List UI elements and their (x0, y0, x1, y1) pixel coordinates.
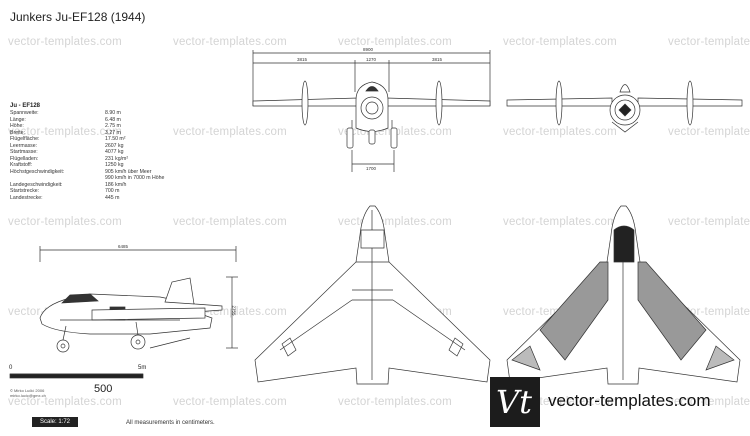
watermark-text: vector-templates.com (668, 126, 750, 138)
watermark-text: vector-templates.com (668, 396, 750, 408)
watermark-text: vector-templates.com (338, 396, 452, 408)
watermark-text: vector-templates.com (8, 216, 122, 228)
spec-label: Flügelfläche: (10, 136, 40, 142)
spec-value: 445 m (105, 194, 120, 201)
rear-view-drawing (506, 80, 743, 133)
watermark-text: vector-templates.com (8, 126, 122, 138)
watermark-text: vector-templates.com (503, 36, 617, 48)
spec-label: Spannweite: (10, 110, 39, 116)
brand-link[interactable]: vector-templates.com (548, 391, 711, 410)
spec-label: Höchstgeschwindigkeit: (10, 168, 65, 175)
watermark-text: vector-templates.com (668, 216, 750, 228)
scale-end-label: 5m (138, 365, 147, 371)
spec-label: Länge: (10, 116, 26, 123)
left-wing-dimension: 3815 (297, 57, 308, 62)
spec-label: Kraftstoff: (10, 162, 33, 168)
spec-label: Höhe: (10, 123, 24, 129)
watermark-text: vector-templates.com (338, 36, 452, 48)
spec-value: 17.50 m² (105, 136, 126, 142)
spec-title: Ju - EF128 (10, 103, 41, 109)
watermark-text: vector-templates.com (173, 216, 287, 228)
center-dimension: 1270 (366, 57, 377, 62)
vt-logo-icon[interactable]: Vt (490, 377, 540, 427)
watermark-text: vector-templates.com (173, 36, 287, 48)
side-view-drawing (39, 246, 238, 353)
credit-text: © Mirko Lučić 2006 mirko.lucic@gmx.ch (10, 388, 46, 398)
spec-label: Startmasse: (10, 149, 38, 155)
spec-label: Landegeschwindigkeit: (10, 181, 63, 188)
watermark-text: vector-templates.com (173, 126, 287, 138)
watermark-text: vector-templates.com (668, 36, 750, 48)
spec-label: Breite: (10, 129, 25, 136)
spec-value: 1250 kg (105, 162, 124, 168)
length-dimension: 6485 (118, 244, 129, 249)
bottom-view-drawing (506, 205, 741, 385)
spec-value: 905 km/h über Meer (105, 168, 152, 175)
spec-value: 700 m (105, 188, 120, 194)
watermark-text: vector-templates.com (8, 36, 122, 48)
spec-value: 990 km/h in 7000 m Höhe (105, 175, 165, 181)
spec-label: Landestrecke: (10, 194, 43, 201)
spec-value: 2.75 m (105, 123, 121, 129)
watermark-text: vector-templates.com (173, 396, 287, 408)
spec-label: Leermasse: (10, 142, 38, 149)
top-view-drawing (254, 205, 491, 385)
spec-value: 6.48 m (105, 116, 121, 123)
logo-letters: Vt (496, 383, 532, 421)
watermark-text: vector-templates.com (503, 216, 617, 228)
right-wing-dimension: 3815 (432, 57, 443, 62)
scale-big-label: 500 (94, 383, 113, 395)
spec-label: Flügelladen: (10, 155, 39, 162)
scale-bar (9, 373, 144, 379)
watermark-text: vector-templates.com (503, 126, 617, 138)
spec-value: 8.90 m (105, 110, 121, 116)
gear-track-dimension: 1700 (366, 166, 377, 171)
watermark-text: vector-templates.com (8, 396, 122, 408)
front-view-drawing (252, 50, 491, 172)
spec-value: 2607 kg (105, 142, 124, 149)
spec-value: 4077 kg (105, 149, 124, 155)
spec-value: 3.27 m (105, 129, 121, 136)
scale-start-label: 0 (9, 365, 13, 371)
spec-value: 231 kg/m² (105, 155, 129, 162)
spec-value: 186 km/h (105, 181, 127, 188)
spec-label: Startstrecke: (10, 188, 40, 194)
scale-label: Scale: 1:72 (32, 417, 78, 427)
page-title: Junkers Ju-EF128 (1944) (10, 10, 146, 24)
measurement-note: All measurements in centimeters. (126, 420, 215, 426)
span-dimension: 8900 (363, 47, 374, 52)
